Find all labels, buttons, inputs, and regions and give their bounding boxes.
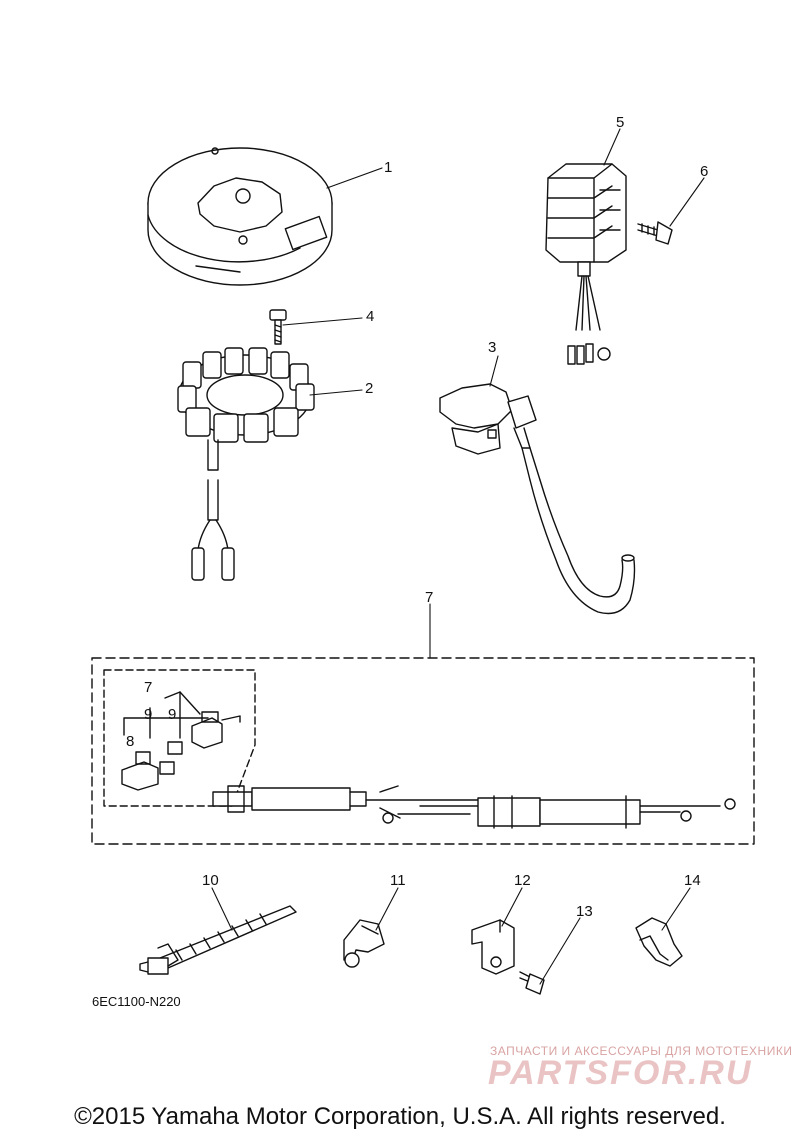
callout-14: 14 (684, 872, 701, 889)
callout-5: 5 (616, 114, 624, 131)
callout-13: 13 (576, 903, 593, 920)
diagram-code: 6EC1100-N220 (92, 994, 181, 1009)
bracket-screw-13 (519, 971, 545, 995)
callout-numbers: 1 2 3 4 5 6 7 7 8 9 9 10 11 12 13 14 (126, 114, 708, 920)
bracket-12 (471, 919, 515, 975)
wire-harness-group (91, 657, 755, 845)
callout-7-sub: 7 (144, 679, 152, 696)
callout-6: 6 (700, 163, 708, 180)
callout-2: 2 (365, 380, 373, 397)
ignition-coil (439, 383, 636, 615)
callout-9-b: 9 (168, 706, 176, 723)
stator-bolt (269, 309, 287, 345)
wire-clamp-11 (343, 919, 385, 968)
watermark-logo: PARTSFOR.RU (488, 1054, 753, 1092)
callout-8: 8 (126, 733, 134, 750)
cable-tie (139, 905, 297, 975)
stator-coil (177, 347, 315, 581)
copyright-notice: ©2015 Yamaha Motor Corporation, U.S.A. A… (74, 1103, 726, 1130)
callout-7: 7 (425, 589, 433, 606)
callout-9-a: 9 (144, 706, 152, 723)
callout-10: 10 (202, 872, 219, 889)
callout-11: 11 (390, 872, 406, 889)
wire-clip-14 (635, 917, 683, 967)
watermark-tagline: ЗАПЧАСТИ И АКСЕССУАРЫ ДЛЯ МОТОТЕХНИКИ (490, 1044, 793, 1058)
leader-lines (211, 128, 705, 985)
callout-12: 12 (514, 872, 531, 889)
rectifier-regulator (545, 163, 627, 365)
regulator-screw (637, 221, 673, 245)
callout-1: 1 (384, 159, 392, 176)
callout-4: 4 (366, 308, 374, 325)
flywheel-rotor (147, 147, 333, 286)
callout-3: 3 (488, 339, 496, 356)
